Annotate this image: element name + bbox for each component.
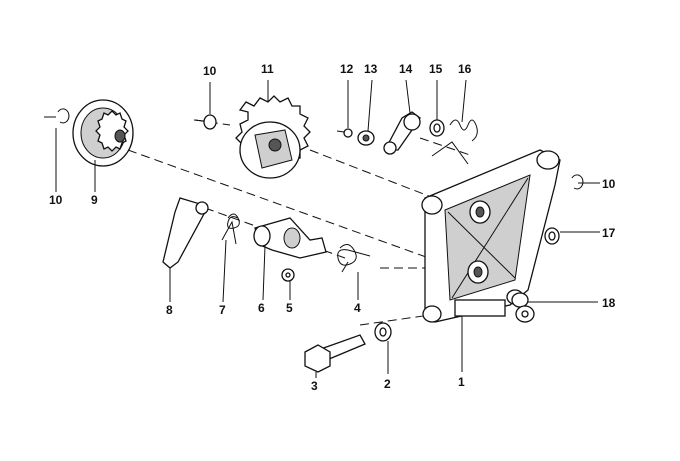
- callout-18: 18: [602, 296, 616, 310]
- callout-12: 12: [340, 62, 354, 76]
- roller-part-13: [357, 130, 375, 146]
- callout-labels: 10 9 10 11 12 13 14 15 16 10 17 18 1 2 3…: [49, 62, 616, 393]
- callout-10-right: 10: [602, 177, 616, 191]
- callout-9: 9: [91, 193, 98, 207]
- spring-part-16: [431, 119, 478, 165]
- callout-7: 7: [219, 303, 226, 317]
- callout-16: 16: [458, 62, 472, 76]
- washer-part-18: [511, 292, 535, 323]
- leader-lines: [55, 79, 600, 378]
- cam-shaft-part-6: [253, 217, 327, 259]
- washer-part-15: [429, 119, 445, 137]
- callout-1: 1: [458, 375, 465, 389]
- pin-part-12: [336, 128, 353, 138]
- callout-10-left: 10: [49, 193, 63, 207]
- callout-8: 8: [166, 303, 173, 317]
- sprocket-hub-part-9: [72, 99, 134, 167]
- bolt-part-3: [304, 334, 366, 373]
- circlip-part-10-upper: [193, 114, 217, 130]
- callout-14: 14: [399, 62, 413, 76]
- callout-11: 11: [261, 62, 274, 76]
- washer-part-17: [544, 227, 560, 245]
- circlip-part-10-right: [571, 174, 584, 190]
- callout-15: 15: [429, 62, 443, 76]
- tension-arm-part-14: [383, 111, 421, 155]
- callout-17: 17: [602, 226, 616, 240]
- callout-4: 4: [354, 301, 361, 315]
- circlip-part-10-left: [44, 108, 70, 124]
- bracket-housing: [421, 149, 561, 323]
- lever-arm-part-8: [162, 197, 209, 269]
- washer-part-5: [281, 268, 295, 282]
- callout-2: 2: [384, 377, 391, 391]
- washer-part-2: [374, 322, 392, 342]
- callout-10-upper: 10: [203, 64, 217, 78]
- spring-clip-part-4: [337, 244, 371, 273]
- callout-6: 6: [258, 301, 265, 315]
- torsion-spring-part-7: [221, 213, 240, 245]
- callout-3: 3: [311, 379, 318, 393]
- callout-13: 13: [364, 62, 378, 76]
- ring-gear-part-11: [235, 95, 311, 179]
- callout-5: 5: [286, 301, 293, 315]
